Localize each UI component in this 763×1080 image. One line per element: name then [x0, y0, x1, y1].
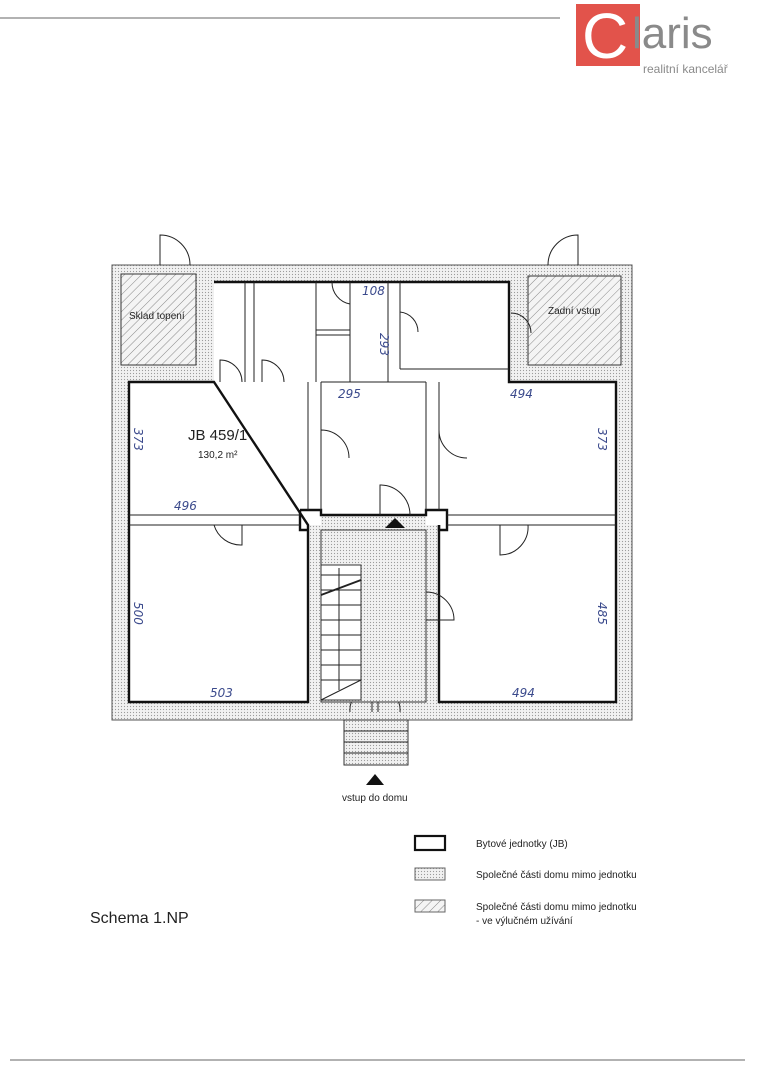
- dim-295: 295: [338, 387, 361, 401]
- entrance-arrow-icon: [366, 774, 384, 785]
- legend: Bytové jednotky (JB) Společné části domu…: [413, 834, 637, 927]
- dim-496: 496: [174, 499, 197, 513]
- unit-area-label: 130,2 m²: [198, 450, 238, 461]
- dim-485: 485: [595, 602, 609, 625]
- legend-label-exclusive-2: - ve výlučném užívání: [476, 916, 573, 927]
- unit-area: [129, 282, 616, 702]
- schema-title: Schema 1.NP: [90, 910, 189, 927]
- dim-108: 108: [362, 284, 385, 298]
- svg-text:C: C: [582, 0, 628, 72]
- storage-room: [120, 273, 197, 366]
- dim-503: 503: [210, 686, 233, 700]
- legend-label-exclusive: Společné části domu mimo jednotku: [476, 902, 637, 913]
- legend-label-units: Bytové jednotky (JB): [476, 839, 568, 850]
- logo-tagline: realitní kancelář: [643, 62, 729, 76]
- back-entrance-room: [527, 275, 622, 366]
- legend-swatch-common: [414, 867, 446, 881]
- interior-walls: [129, 282, 616, 526]
- dim-373-left: 373: [131, 428, 145, 451]
- claris-logo: C laris realitní kancelář: [576, 0, 729, 76]
- back-entrance-label: Zadní vstup: [548, 306, 601, 317]
- unit-title: JB 459/1: [188, 427, 247, 444]
- dim-293: 293: [377, 333, 391, 356]
- dim-373-right: 373: [595, 428, 609, 451]
- svg-text:laris: laris: [632, 9, 713, 58]
- dim-494-top: 494: [510, 387, 533, 401]
- legend-swatch-units: [413, 834, 447, 852]
- legend-swatch-exclusive: [414, 899, 446, 913]
- arrow-up-icon: [385, 518, 405, 528]
- stair-steps: [320, 568, 362, 701]
- legend-label-common: Společné části domu mimo jednotku: [476, 870, 637, 881]
- entrance-label: vstup do domu: [342, 793, 408, 804]
- dim-494-bottom: 494: [512, 686, 535, 700]
- storage-room-label: Sklad topení: [129, 311, 185, 322]
- dim-500: 500: [131, 602, 145, 625]
